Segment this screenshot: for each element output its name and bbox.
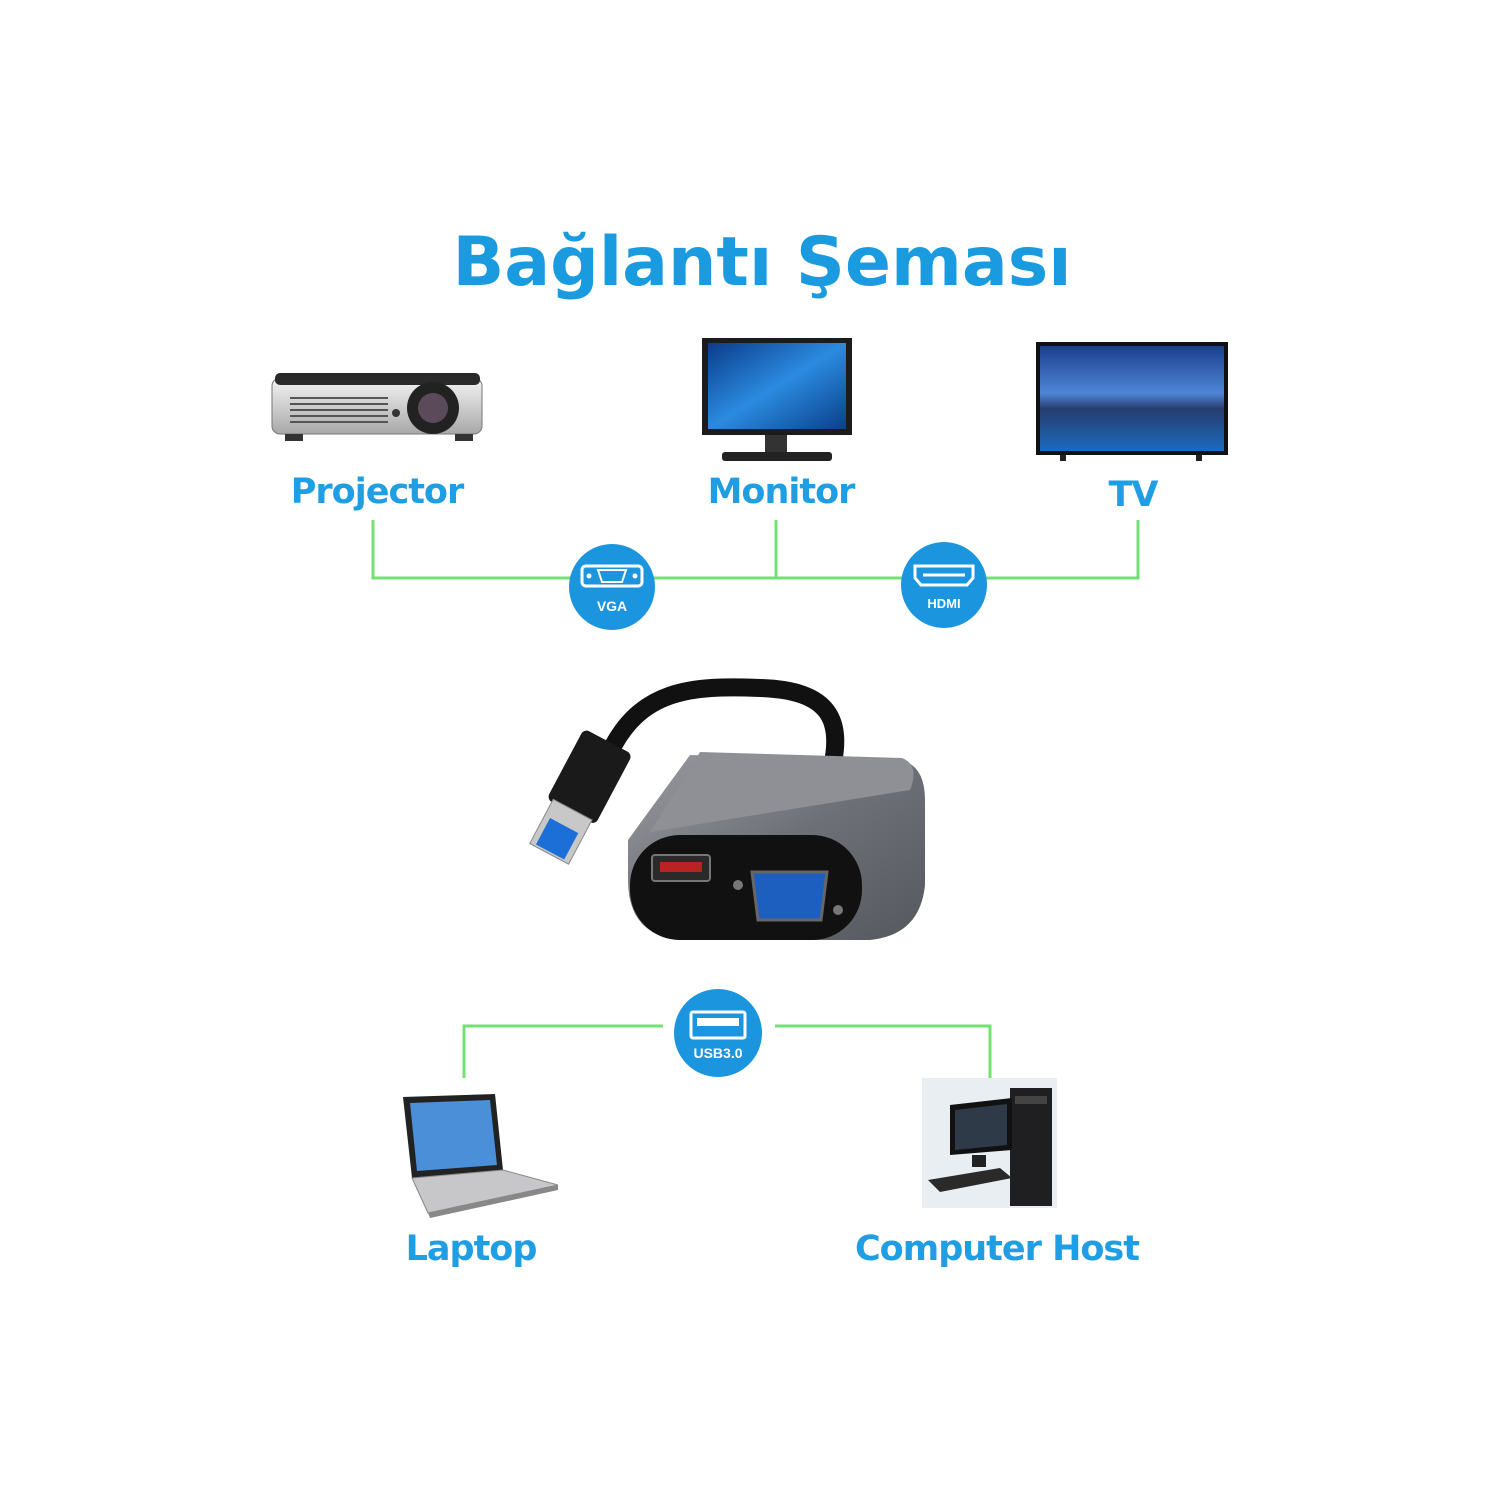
usb-badge: USB3.0 xyxy=(674,989,762,1077)
hdmi-port-icon xyxy=(913,564,975,587)
output-label-tv: TV xyxy=(1109,475,1159,515)
input-connector-lines xyxy=(462,1024,992,1078)
tv-icon xyxy=(1036,342,1228,461)
page-title: Bağlantı Şeması xyxy=(452,223,1071,302)
usb-port-icon xyxy=(689,1010,747,1040)
hdmi-label: HDMI xyxy=(927,596,960,611)
monitor-icon xyxy=(702,338,852,461)
projector-icon xyxy=(271,373,483,441)
input-label-laptop: Laptop xyxy=(406,1229,537,1269)
usb-to-hdmi-vga-adapter-image xyxy=(529,678,925,940)
input-label-computer-host: Computer Host xyxy=(855,1229,1139,1269)
vga-label: VGA xyxy=(597,598,627,614)
computer-host-icon xyxy=(922,1078,1057,1208)
output-connector-lines xyxy=(371,520,1140,580)
hdmi-badge: HDMI xyxy=(901,542,987,628)
laptop-icon xyxy=(403,1094,559,1218)
output-label-monitor: Monitor xyxy=(708,472,857,512)
usb-label: USB3.0 xyxy=(693,1045,742,1061)
vga-port-icon xyxy=(596,569,628,583)
vga-badge: VGA xyxy=(569,544,655,630)
output-label-projector: Projector xyxy=(291,472,465,512)
